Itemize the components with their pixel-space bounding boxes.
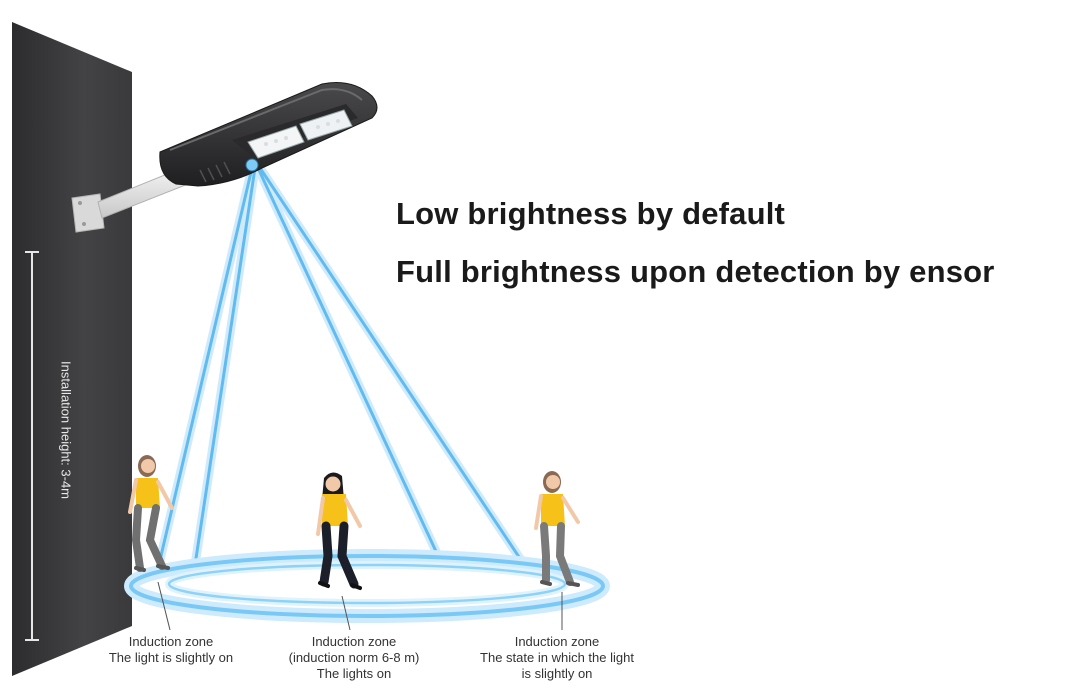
induction-zone-ring bbox=[124, 549, 610, 623]
zone-caption-left: Induction zone The light is slightly on bbox=[86, 634, 256, 666]
zone-description: (induction norm 6-8 m) bbox=[288, 650, 420, 665]
headline-detection-brightness: Full brightness upon detection by ensor bbox=[396, 254, 995, 289]
zone-title: Induction zone bbox=[311, 634, 397, 649]
zone-title: Induction zone bbox=[514, 634, 600, 649]
street-lamp bbox=[159, 82, 378, 187]
zone-caption-middle: Induction zone (induction norm 6-8 m) Th… bbox=[268, 634, 440, 682]
installation-height-text: Installation height: 3-4m bbox=[58, 360, 74, 500]
headline-default-brightness: Low brightness by default bbox=[396, 196, 786, 231]
zone-description: The light is slightly on bbox=[108, 650, 234, 665]
zone-title: Induction zone bbox=[128, 634, 214, 649]
mounting-bracket bbox=[71, 167, 189, 233]
height-dimension-line bbox=[25, 251, 39, 641]
light-beams bbox=[155, 163, 530, 571]
zone-description: The lights on bbox=[316, 666, 392, 681]
person-left bbox=[128, 455, 174, 572]
wall bbox=[12, 22, 132, 676]
zone-caption-right: Induction zone The state in which the li… bbox=[457, 634, 657, 682]
zone-description: The state in which the light bbox=[480, 650, 634, 665]
person-right bbox=[534, 471, 580, 587]
zone-description: is slightly on bbox=[521, 666, 593, 681]
person-middle bbox=[316, 472, 362, 590]
caption-leader-lines bbox=[157, 581, 563, 631]
